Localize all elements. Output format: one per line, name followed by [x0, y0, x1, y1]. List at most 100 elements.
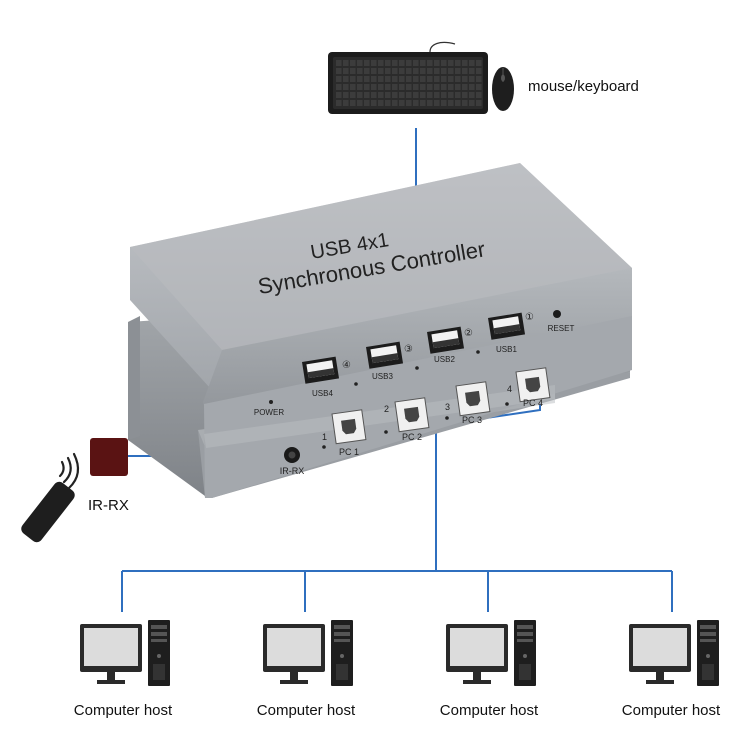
keyboard-key — [364, 84, 370, 90]
keyboard-key — [462, 76, 468, 82]
usb-num-2: ② — [464, 328, 473, 339]
pc-num-3: 3 — [445, 402, 450, 412]
keyboard-key — [350, 92, 356, 98]
computer-host-icon-2 — [263, 620, 353, 686]
keyboard-key — [385, 76, 391, 82]
keyboard-key — [469, 100, 475, 106]
monitor-stand — [280, 680, 308, 684]
keyboard-key — [406, 68, 412, 74]
pc-label-2: PC 2 — [402, 432, 422, 442]
keyboard-key — [357, 68, 363, 74]
keyboard-key — [350, 68, 356, 74]
keyboard-key — [378, 76, 384, 82]
monitor-neck — [107, 672, 115, 680]
keyboard-key — [476, 76, 482, 82]
keyboard-key — [385, 100, 391, 106]
usb-port-4[interactable] — [302, 356, 340, 384]
ir-port-jack[interactable] — [284, 447, 300, 463]
keyboard-key — [392, 76, 398, 82]
power-label: POWER — [254, 408, 284, 417]
keyboard-key — [392, 84, 398, 90]
keyboard-key — [448, 100, 454, 106]
keyboard-key — [476, 84, 482, 90]
pc-port-4[interactable] — [515, 367, 551, 403]
keyboard-key — [371, 92, 377, 98]
keyboard-key — [371, 60, 377, 66]
keyboard-key — [434, 84, 440, 90]
keyboard-key — [413, 84, 419, 90]
pc-tower-vent — [336, 664, 348, 680]
keyboard-key — [336, 68, 342, 74]
keyboard-key — [406, 76, 412, 82]
keyboard-key — [336, 92, 342, 98]
keyboard-key — [420, 68, 426, 74]
keyboard-key — [427, 84, 433, 90]
keyboard-key — [413, 92, 419, 98]
monitor-neck — [290, 672, 298, 680]
keyboard-key — [399, 68, 405, 74]
keyboard-key — [427, 100, 433, 106]
keyboard-key — [406, 60, 412, 66]
usb-port-3[interactable] — [366, 341, 404, 369]
pc-num-1: 1 — [322, 432, 327, 442]
keyboard-key — [350, 60, 356, 66]
mouse-keyboard-label: mouse/keyboard — [528, 78, 639, 95]
keyboard-key — [378, 84, 384, 90]
keyboard-key — [406, 92, 412, 98]
pc-power-button — [706, 654, 710, 658]
pc-port-1[interactable] — [331, 409, 367, 445]
keyboard-key — [476, 92, 482, 98]
keyboard-key — [420, 100, 426, 106]
keyboard-key — [420, 92, 426, 98]
pc-tower-drive — [700, 625, 716, 629]
usb-port-2[interactable] — [427, 326, 465, 354]
pc-tower-drive — [517, 632, 533, 636]
usb-port-group: USB1 ① USB2 ② USB3 ③ USB4 ④ — [302, 312, 534, 398]
pc-num-4: 4 — [507, 384, 512, 394]
keyboard-key — [378, 60, 384, 66]
keyboard-key — [350, 100, 356, 106]
usb-num-3: ③ — [404, 344, 413, 355]
keyboard-key — [392, 68, 398, 74]
keyboard-key — [378, 68, 384, 74]
ir-receiver-label: IR-RX — [88, 497, 129, 514]
monitor-screen — [84, 628, 138, 666]
pc-tower-drive — [151, 632, 167, 636]
pc-tower-drive — [151, 639, 167, 642]
keyboard-key — [371, 100, 377, 106]
keyboard-key — [441, 60, 447, 66]
usb-label-3: USB3 — [372, 372, 393, 381]
keyboard-key — [399, 84, 405, 90]
keyboard-key — [378, 100, 384, 106]
keyboard-key — [392, 92, 398, 98]
pc-port-3[interactable] — [455, 381, 491, 417]
pc-port-2[interactable] — [394, 397, 430, 433]
keyboard-key — [364, 92, 370, 98]
pc-tower-drive — [517, 625, 533, 629]
keyboard-key — [469, 84, 475, 90]
keyboard-key — [476, 100, 482, 106]
keyboard-key — [462, 60, 468, 66]
usb-num-1: ① — [525, 312, 534, 323]
usb-label-2: USB2 — [434, 355, 455, 364]
keyboard-key — [455, 92, 461, 98]
keyboard-key — [448, 60, 454, 66]
keyboard-key — [357, 100, 363, 106]
led-dots — [322, 350, 509, 449]
power-led — [269, 400, 273, 404]
keyboard-key — [441, 100, 447, 106]
keyboard-key — [371, 76, 377, 82]
usb-port-1[interactable] — [488, 312, 526, 340]
keyboard-key — [336, 100, 342, 106]
reset-button[interactable] — [553, 310, 561, 318]
keyboard-key — [448, 92, 454, 98]
keyboard-key — [385, 60, 391, 66]
computer-host-icon-1 — [80, 620, 170, 686]
pc-label-3: PC 3 — [462, 415, 482, 425]
keyboard-key — [462, 92, 468, 98]
keyboard-key — [427, 60, 433, 66]
keyboard-key — [441, 68, 447, 74]
monitor-stand — [97, 680, 125, 684]
keyboard-key — [343, 68, 349, 74]
